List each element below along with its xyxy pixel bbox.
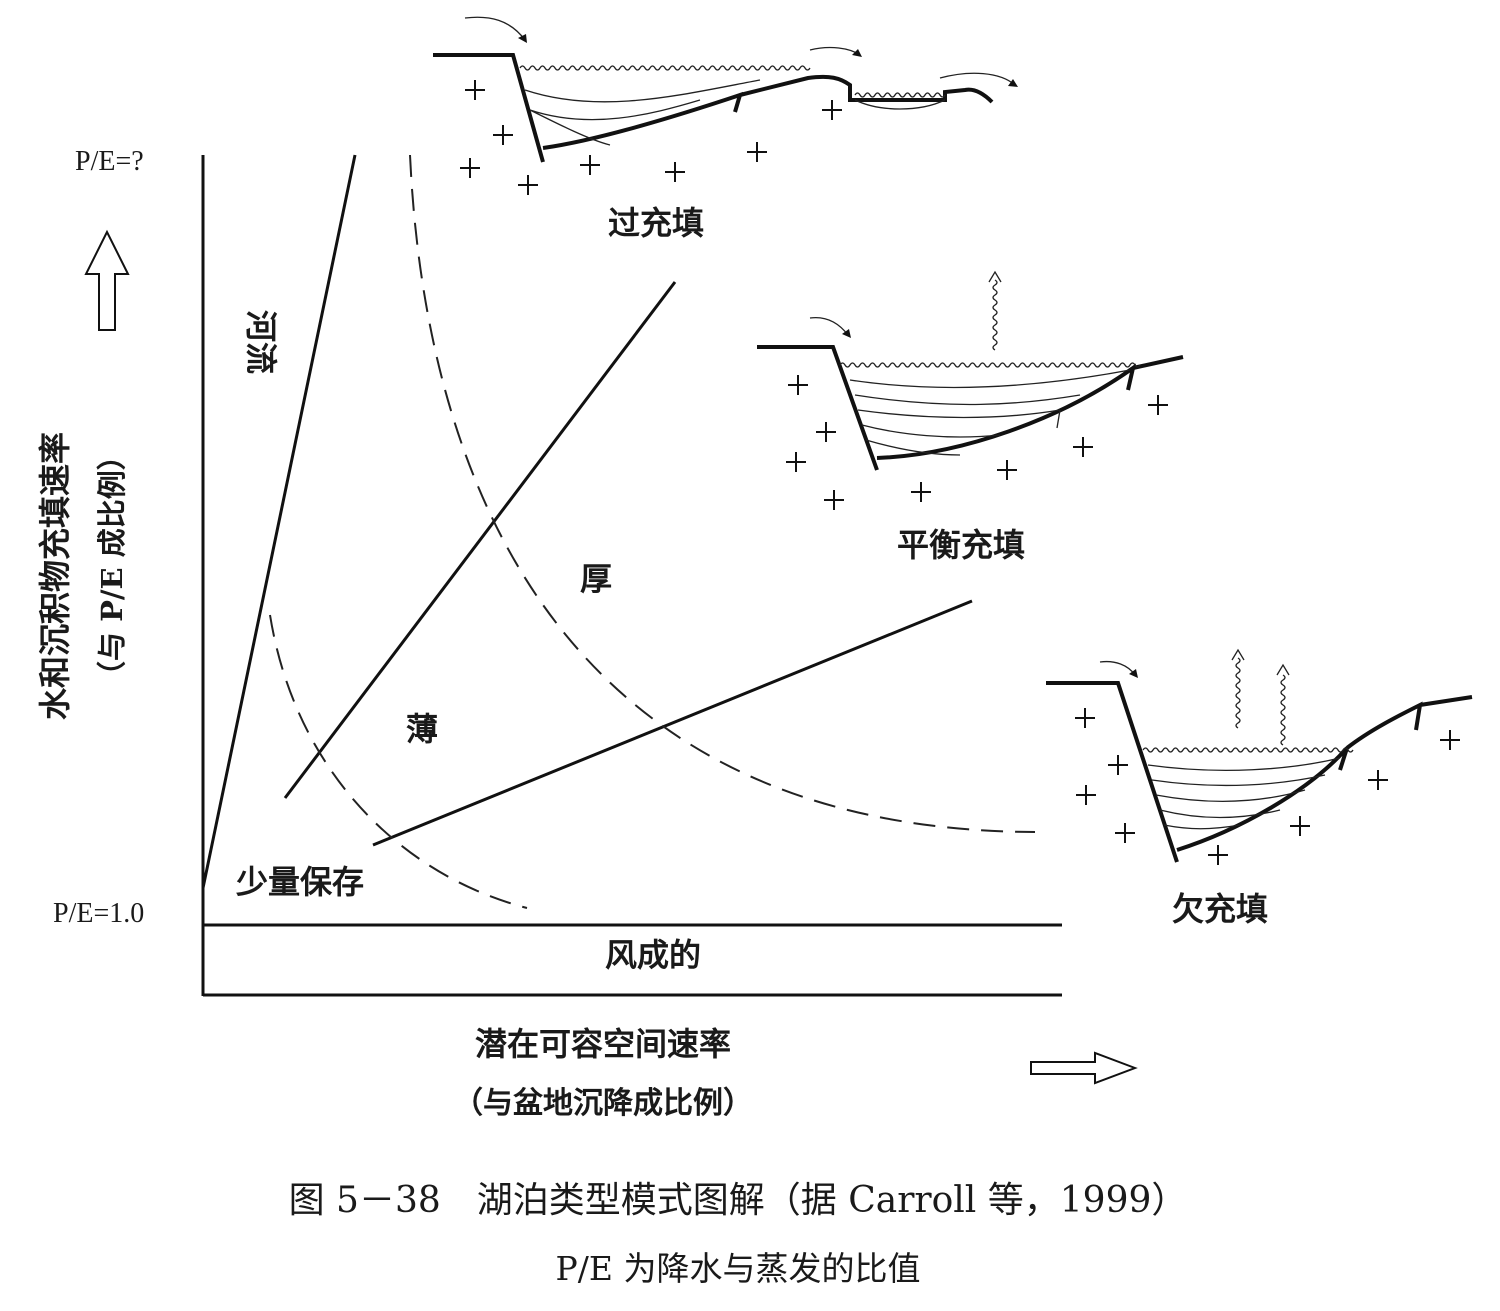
basement-plus-mark [1440,730,1460,750]
evaporation-arrowhead [1231,648,1245,661]
figure-note: P/E 为降水与蒸发的比值 [556,1249,921,1288]
y-top-tick: P/E=? [75,146,144,177]
basement-plus-mark [493,125,513,145]
basement-plus-mark [1148,395,1168,415]
little-preserved-label: 少量保存 [236,863,364,901]
water-surface-wave [839,362,1141,368]
y-base-tick: P/E=1.0 [53,898,144,929]
underfilled-boundary-line [372,599,973,847]
balanced-label: 平衡充填 [897,526,1025,564]
basement-plus-mark [816,422,836,442]
basement-plus-mark [1075,708,1095,728]
basement-plus-mark [1076,785,1096,805]
aeolian-label: 风成的 [605,936,701,974]
evaporation-arrowhead [988,270,1002,283]
y-axis-subtitle: （与 P/E 成比例） [95,441,129,690]
overfilled-boundary-line [283,281,677,799]
basement-plus-mark [911,482,931,502]
thick-thin-dashed-curve [409,154,1036,833]
basement-plus-mark [465,80,485,100]
up-arrow-icon [84,229,130,331]
basement-plus-mark [518,175,538,195]
basement-plus-mark [1073,437,1093,457]
basement-plus-mark [747,142,767,162]
basement-plus-mark [997,460,1017,480]
water-surface-wave [519,65,811,71]
evaporation-arrowhead [1276,663,1290,676]
basement-plus-mark [824,490,844,510]
evaporation-arrow-icon [1235,657,1241,729]
x-axis-subtitle: （与盆地沉降成比例） [453,1086,753,1121]
evaporation-arrow-icon [992,279,998,351]
basement-plus-mark [1208,845,1228,865]
basement-plus-mark [1108,755,1128,775]
underfilled-label: 欠充填 [1172,890,1268,928]
balanced-basin-sketch [757,270,1184,510]
figure-caption: 图 5－38 湖泊类型模式图解（据 Carroll 等，1999） [289,1180,1188,1221]
basement-plus-mark [1368,770,1388,790]
thin-label: 薄 [406,710,438,748]
basement-plus-mark [460,158,480,178]
overfilled-label: 过充填 [608,204,704,242]
fluvial-label: 河流 [242,310,280,374]
water-surface-wave [854,92,946,98]
basement-plus-mark [1290,816,1310,836]
underfilled-basin-sketch [1046,648,1473,865]
basement-plus-mark [580,155,600,175]
little-preserved-dashed-curve [269,614,528,909]
x-axis-title: 潜在可容空间速率 [475,1025,731,1063]
y-axis-title: 水和沉积物充填速率 [36,432,74,720]
basement-plus-mark [822,100,842,120]
basement-plus-mark [788,375,808,395]
evaporation-arrow-icon [1280,674,1286,746]
basement-plus-mark [786,452,806,472]
fluvial-boundary-line [201,154,357,889]
right-arrow-icon [1030,1051,1138,1085]
overfilled-basin-sketch [433,16,1018,195]
thick-label: 厚 [580,560,612,598]
basement-plus-mark [1115,823,1135,843]
water-surface-wave [1142,747,1354,753]
basement-plus-mark [665,162,685,182]
